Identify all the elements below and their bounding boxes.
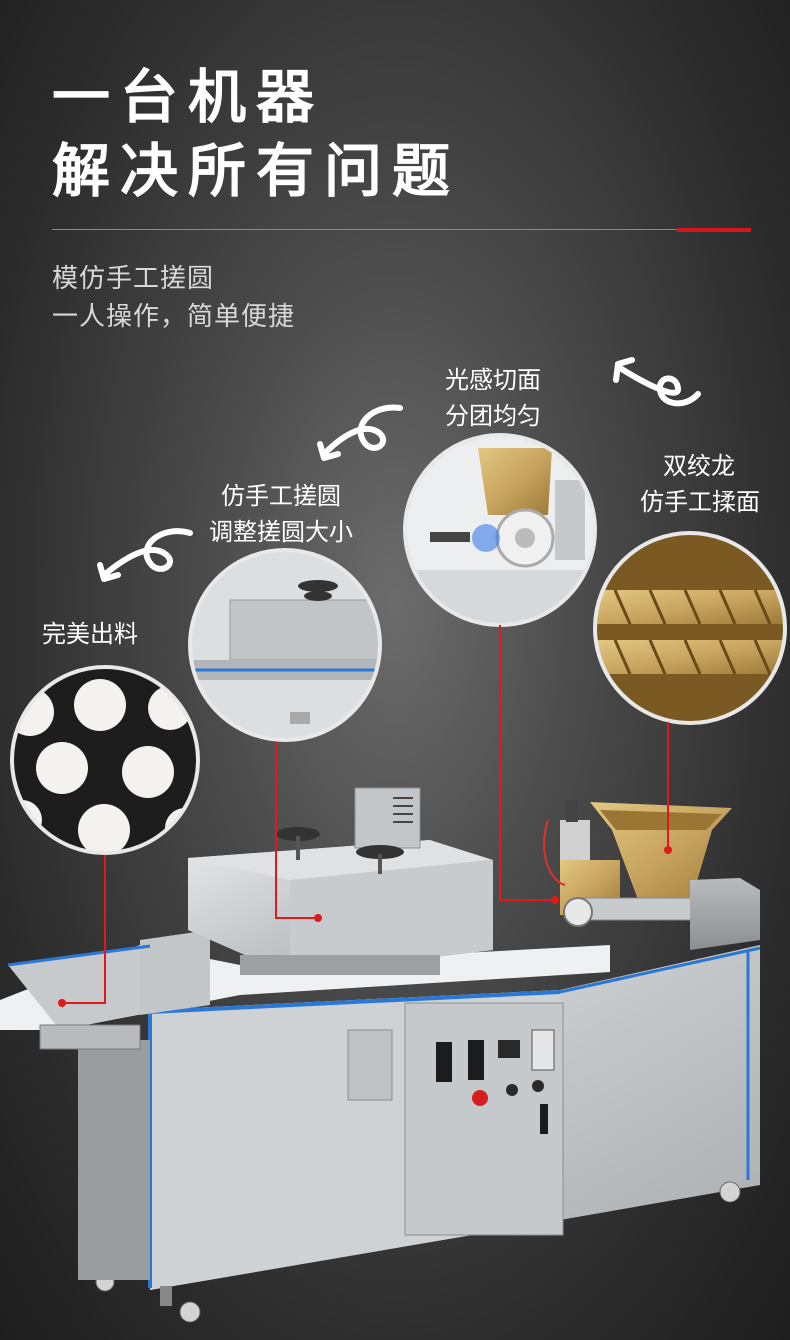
machine-cabinet xyxy=(78,945,761,1323)
divider-accent xyxy=(677,228,751,232)
dough-balls-detail xyxy=(12,667,198,853)
feature-output-label: 完美出料 xyxy=(42,620,138,648)
rounding-unit-detail xyxy=(190,550,380,740)
headline-line-2: 解决所有问题 xyxy=(52,137,461,205)
leader-line-sensor xyxy=(499,625,555,901)
divider xyxy=(52,229,677,230)
feature-sensor-line-2: 分团均匀 xyxy=(445,402,541,430)
twin-auger-detail xyxy=(595,533,785,723)
feature-rounding-line-2: 调整搓圆大小 xyxy=(209,518,353,546)
subtitle-line-1: 模仿手工搓圆 xyxy=(52,264,215,294)
conveyor-belt xyxy=(0,930,610,1050)
feature-sensor-line-1: 光感切面 xyxy=(445,366,541,394)
curl-arrow-icon xyxy=(97,528,193,582)
curl-arrow-icon xyxy=(613,357,701,407)
sensor-cutter-detail xyxy=(405,435,595,625)
headline-line-1: 一台机器 xyxy=(52,63,325,131)
dough-hopper xyxy=(543,800,760,950)
subtitle-line-2: 一人操作，简单便捷 xyxy=(52,302,296,332)
feature-auger-line-1: 双绞龙 xyxy=(663,452,735,480)
feature-rounding-line-1: 仿手工搓圆 xyxy=(221,482,341,510)
leader-line-rounding xyxy=(275,742,318,919)
curl-arrow-icon xyxy=(317,404,403,461)
rounding-hood xyxy=(188,787,493,975)
leader-line-output xyxy=(62,855,106,1004)
feature-auger-line-2: 仿手工揉面 xyxy=(640,488,760,516)
